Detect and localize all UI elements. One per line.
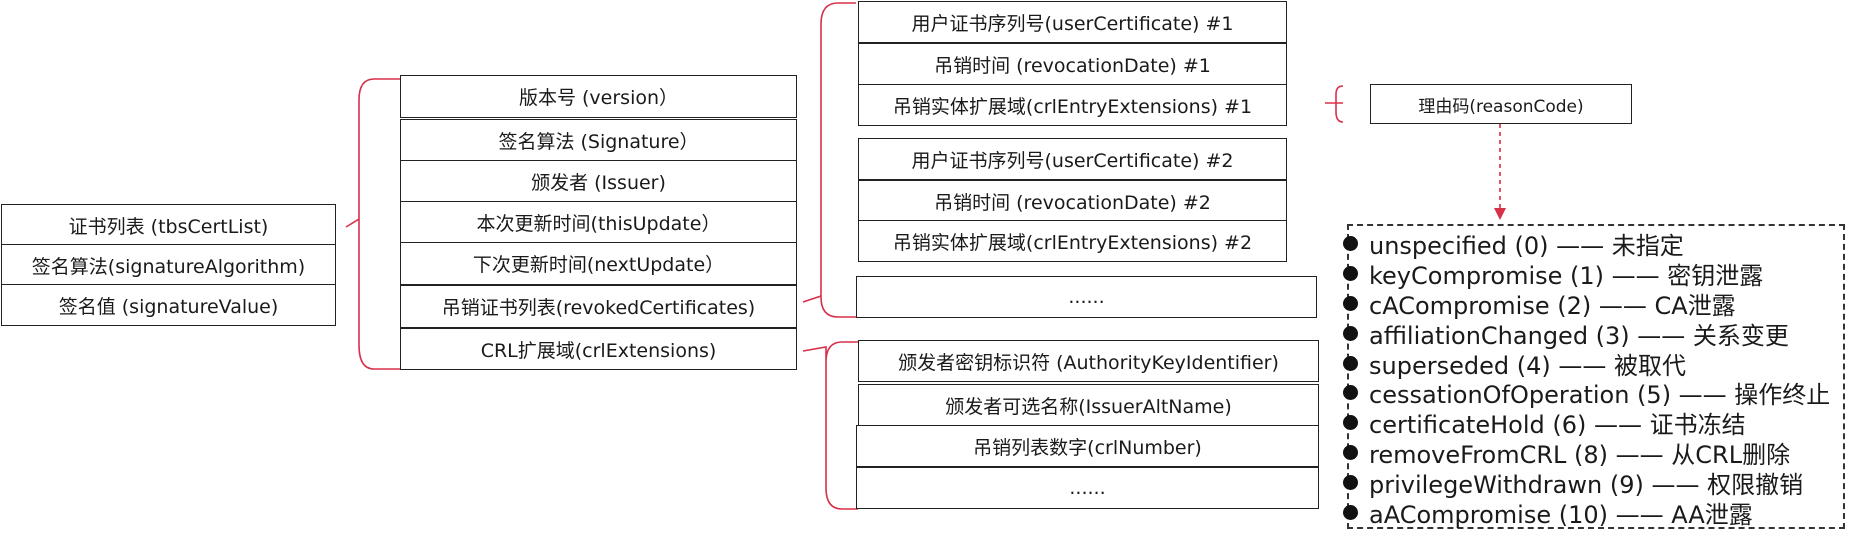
bullet-icon (1343, 325, 1358, 341)
tbs-issuer: 颁发者 (Issuer) (400, 160, 797, 203)
bracket-revoked-entries (802, 2, 856, 318)
bullet-icon (1343, 236, 1358, 252)
reason-item: superseded (4) —— 被取代 (1343, 348, 1843, 380)
reason-text: affiliationChanged (3) —— 关系变更 (1369, 321, 1789, 350)
reason-values-list: unspecified (0) —— 未指定 keyCompromise (1)… (1343, 224, 1845, 529)
revoked-1-user-certificate: 用户证书序列号(userCertificate) #1 (858, 1, 1287, 43)
revoked-2-user-certificate: 用户证书序列号(userCertificate) #2 (858, 138, 1287, 180)
tbs-signature: 签名算法 (Signature） (400, 119, 797, 162)
revoked-1-entry-extensions: 吊销实体扩展域(crlEntryExtensions) #1 (858, 84, 1287, 126)
reason-item: removeFromCRL (8) —— 从CRL删除 (1343, 438, 1843, 469)
ext-issuer-alt-name: 颁发者可选名称(IssuerAltName) (858, 384, 1319, 426)
reason-item: unspecified (0) —— 未指定 (1343, 229, 1843, 261)
bullet-icon (1343, 266, 1358, 282)
ext-more: ...... (856, 467, 1319, 509)
reason-item: cessationOfOperation (5) —— 操作终止 (1343, 378, 1843, 410)
reason-text: certificateHold (6) —— 证书冻结 (1369, 411, 1746, 440)
reason-text: superseded (4) —— 被取代 (1369, 351, 1686, 380)
bullet-icon (1343, 415, 1358, 431)
revoked-2-revocation-date: 吊销时间 (revocationDate) #2 (858, 180, 1287, 222)
reason-code: 理由码(reasonCode) (1370, 84, 1632, 124)
reason-text: privilegeWithdrawn (9) —— 权限撤销 (1369, 470, 1804, 499)
bracket-crl-extensions (802, 341, 858, 510)
bullet-icon (1343, 355, 1358, 371)
reason-text: cACompromise (2) —— CA泄露 (1369, 292, 1736, 320)
bullet-icon (1343, 444, 1358, 460)
reason-item: affiliationChanged (3) —— 关系变更 (1343, 318, 1843, 350)
reason-item: keyCompromise (1) —— 密钥泄露 (1343, 259, 1843, 291)
cert-list-signature-value: 签名值 (signatureValue) (1, 284, 336, 326)
reason-text: removeFromCRL (8) —— 从CRL删除 (1369, 440, 1791, 469)
reason-item: cACompromise (2) —— CA泄露 (1343, 289, 1843, 320)
reason-code-arrowhead (1494, 208, 1506, 220)
reason-text: cessationOfOperation (5) —— 操作终止 (1369, 381, 1831, 410)
tbs-crl-extensions: CRL扩展域(crlExtensions) (400, 328, 797, 370)
ext-crl-number: 吊销列表数字(crlNumber) (856, 425, 1319, 467)
reason-item: privilegeWithdrawn (9) —— 权限撤销 (1343, 467, 1843, 499)
tbs-this-update: 本次更新时间(thisUpdate） (400, 201, 797, 244)
reason-text: aACompromise (10) —— AA泄露 (1369, 500, 1753, 529)
reason-item: certificateHold (6) —— 证书冻结 (1343, 408, 1843, 440)
revoked-1-revocation-date: 吊销时间 (revocationDate) #1 (858, 43, 1287, 85)
bullet-icon (1343, 474, 1358, 490)
reason-item: aACompromise (10) —— AA泄露 (1343, 497, 1843, 529)
revoked-2-entry-extensions: 吊销实体扩展域(crlEntryExtensions) #2 (858, 220, 1287, 262)
ext-authority-key-identifier: 颁发者密钥标识符 (AuthorityKeyIdentifier) (858, 340, 1319, 382)
revoked-more: ...... (856, 276, 1317, 318)
bracket-reason-code (1325, 85, 1344, 123)
bullet-icon (1343, 385, 1358, 401)
tbs-revoked-certificates: 吊销证书列表(revokedCertificates) (400, 285, 797, 328)
tbs-version: 版本号 (version） (400, 75, 797, 118)
bullet-icon (1343, 295, 1358, 311)
tbs-next-update: 下次更新时间(nextUpdate） (400, 242, 797, 285)
reason-text: keyCompromise (1) —— 密钥泄露 (1369, 262, 1764, 291)
cert-list-signature-algorithm: 签名算法(signatureAlgorithm) (1, 244, 336, 286)
bracket-tbs-fields (345, 78, 400, 370)
cert-list-tbs: 证书列表 (tbsCertList) (1, 204, 336, 246)
reason-text: unspecified (0) —— 未指定 (1369, 232, 1684, 261)
bullet-icon (1343, 504, 1358, 520)
